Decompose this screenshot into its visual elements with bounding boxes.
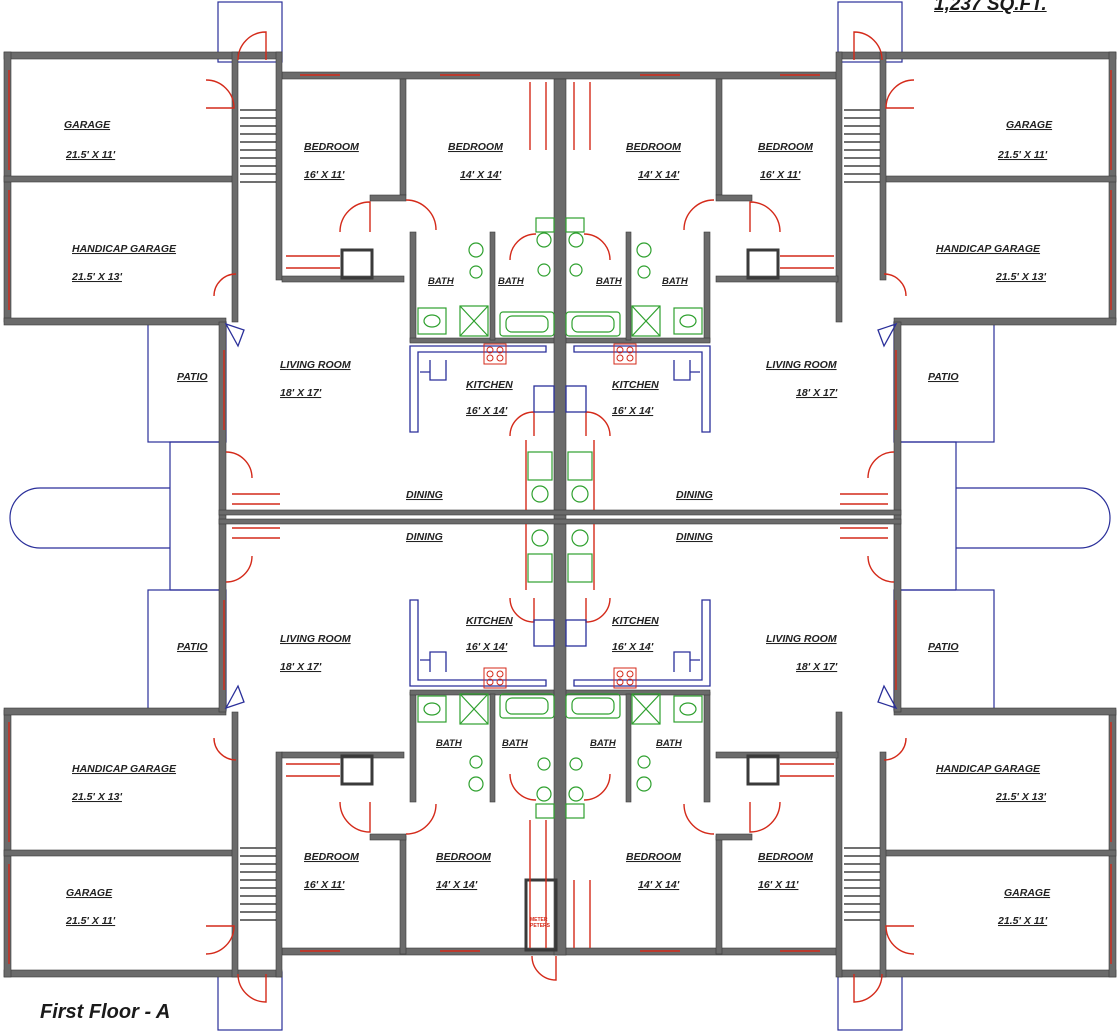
room-dims: 14' X 14' — [638, 169, 680, 181]
dining-label: DINING — [676, 531, 713, 543]
room-dims: 16' X 14' — [466, 641, 508, 653]
room-dims: 16' X 11' — [760, 169, 801, 181]
room-dims: 21.5' X 11' — [997, 149, 1048, 161]
room-dims: 18' X 17' — [796, 387, 838, 399]
room-dims: 21.5' X 11' — [65, 149, 116, 161]
dining-label: DINING — [676, 489, 713, 501]
room-name: GARAGE — [1006, 119, 1053, 131]
patio-label: PATIO — [928, 641, 959, 653]
bath-label: BATH — [590, 738, 617, 749]
room-name: BEDROOM — [436, 851, 491, 863]
room-dims: 16' X 11' — [304, 879, 345, 891]
room-dims: 21.5' X 11' — [997, 915, 1048, 927]
room-name: GARAGE — [64, 119, 111, 131]
walk-right — [894, 441, 1111, 591]
stairs — [240, 109, 880, 921]
walls — [3, 51, 1117, 978]
landing-tr — [837, 1, 903, 63]
bath-label: BATH — [428, 276, 455, 287]
room-dims: 14' X 14' — [460, 169, 502, 181]
landing-br — [837, 971, 903, 1031]
space-labels: BATH BATH BATH BATH BATH BATH BATH BATH … — [177, 276, 959, 929]
patio-label: PATIO — [928, 371, 959, 383]
patio-label: PATIO — [177, 371, 208, 383]
room-dims: 21.5' X 13' — [71, 271, 122, 283]
room-name: LIVING ROOM — [766, 633, 837, 645]
room-name: KITCHEN — [466, 379, 513, 391]
room-name: BEDROOM — [448, 141, 503, 153]
room-name: BEDROOM — [626, 141, 681, 153]
meter-label: PETERS — [530, 923, 551, 929]
room-name: KITCHEN — [612, 379, 659, 391]
room-dims: 16' X 11' — [304, 169, 345, 181]
room-name: LIVING ROOM — [280, 359, 351, 371]
stair-tl — [240, 109, 276, 183]
room-dims: 18' X 17' — [796, 661, 838, 673]
room-name: BEDROOM — [626, 851, 681, 863]
bath-label: BATH — [596, 276, 623, 287]
stair-bl — [240, 847, 276, 921]
room-name: HANDICAP GARAGE — [936, 243, 1041, 255]
bath-fixtures — [417, 217, 703, 819]
meter-label: METER — [530, 917, 548, 923]
room-dims: 14' X 14' — [638, 879, 680, 891]
room-dims: 16' X 14' — [612, 641, 654, 653]
room-dims: 21.5' X 13' — [995, 271, 1046, 283]
walk-left — [9, 441, 226, 591]
area-label: 1,237 SQ.FT. — [934, 0, 1047, 15]
stair-tr — [844, 109, 880, 183]
room-dims: 21.5' X 13' — [995, 791, 1046, 803]
bath-label: BATH — [436, 738, 463, 749]
room-dims: 14' X 14' — [436, 879, 478, 891]
room-name: HANDICAP GARAGE — [72, 763, 177, 775]
bath-label: BATH — [662, 276, 689, 287]
room-dims: 16' X 11' — [758, 879, 799, 891]
room-name: HANDICAP GARAGE — [72, 243, 177, 255]
doors-windows — [8, 31, 1112, 1003]
room-name: BEDROOM — [304, 141, 359, 153]
room-name: GARAGE — [1004, 887, 1051, 899]
room-name: BEDROOM — [304, 851, 359, 863]
bath-label: BATH — [498, 276, 525, 287]
room-name: LIVING ROOM — [766, 359, 837, 371]
room-dims: 18' X 17' — [280, 387, 322, 399]
room-labels: GARAGE 21.5' X 11' HANDICAP GARAGE 21.5'… — [64, 119, 1053, 927]
dining-label: DINING — [406, 531, 443, 543]
stair-br — [844, 847, 880, 921]
room-name: HANDICAP GARAGE — [936, 763, 1041, 775]
bath-label: BATH — [502, 738, 529, 749]
room-dims: 21.5' X 11' — [65, 915, 116, 927]
landing-bl — [217, 971, 283, 1031]
room-dims: 16' X 14' — [612, 405, 654, 417]
room-name: GARAGE — [66, 887, 113, 899]
room-name: KITCHEN — [466, 615, 513, 627]
dining-label: DINING — [406, 489, 443, 501]
stoves — [483, 343, 637, 689]
room-name: LIVING ROOM — [280, 633, 351, 645]
landing-tl — [217, 1, 283, 63]
room-name: BEDROOM — [758, 141, 813, 153]
bath-label: BATH — [656, 738, 683, 749]
room-dims: 21.5' X 13' — [71, 791, 122, 803]
exterior-outlines — [9, 1, 1111, 1031]
room-dims: 18' X 17' — [280, 661, 322, 673]
kitchen-cabinets — [224, 322, 898, 710]
room-name: KITCHEN — [612, 615, 659, 627]
sheet-title: First Floor - A — [40, 1001, 171, 1023]
patio-label: PATIO — [177, 641, 208, 653]
room-dims: 16' X 14' — [466, 405, 508, 417]
room-name: BEDROOM — [758, 851, 813, 863]
